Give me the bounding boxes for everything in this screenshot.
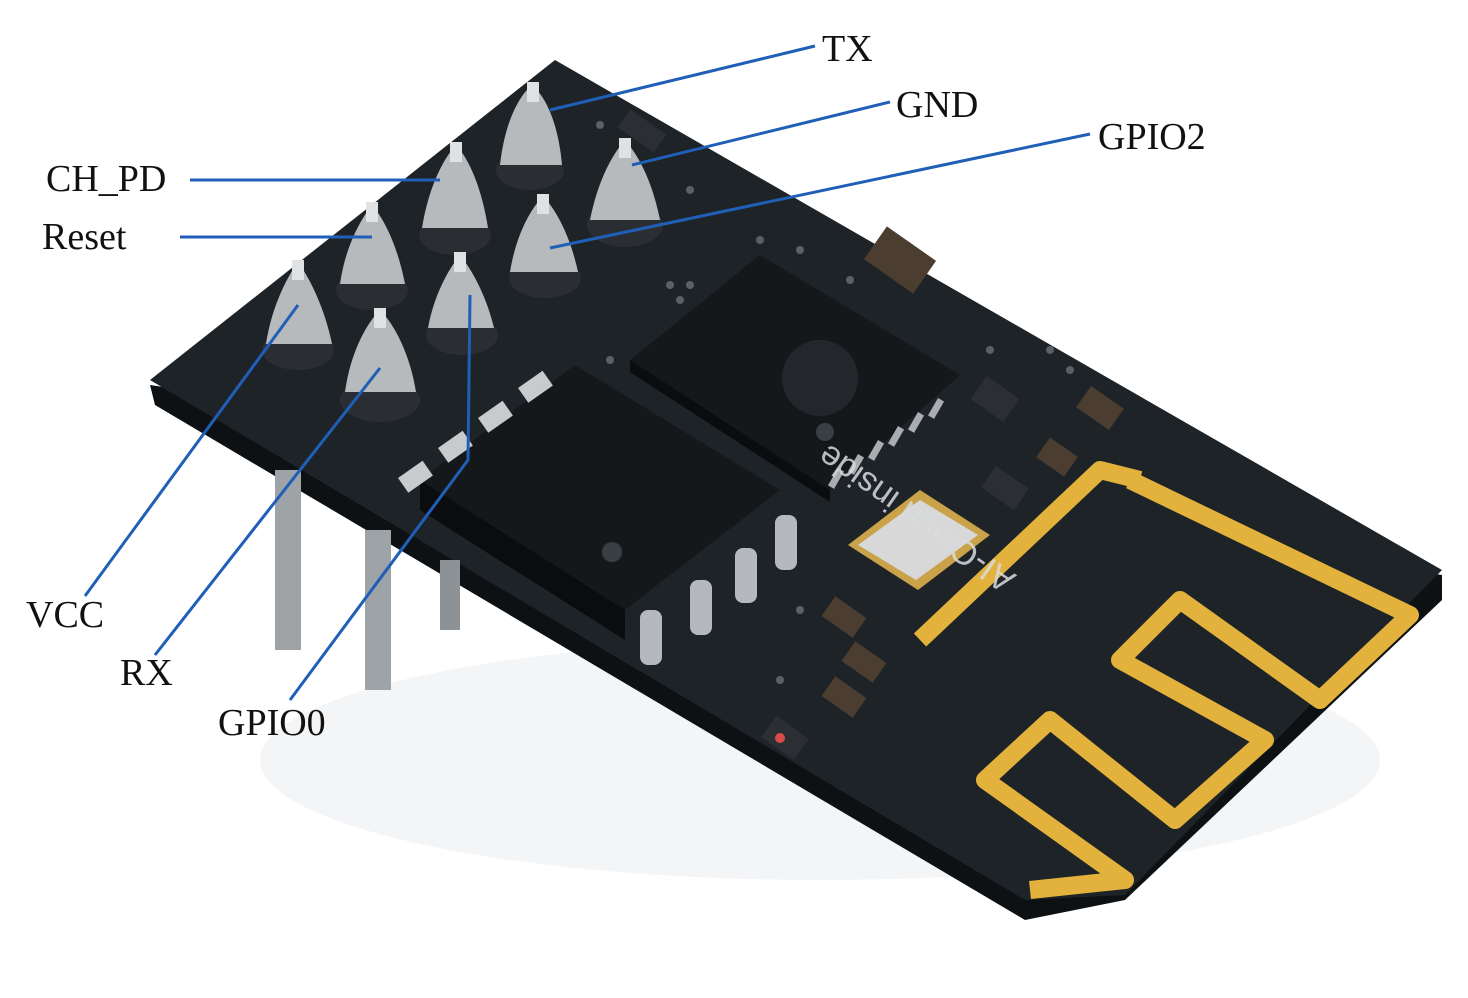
- header-pin-reset: [336, 202, 408, 310]
- leader-line-rx: [153, 367, 382, 656]
- leader-line-gpio2: [549, 132, 1091, 250]
- header-pin-leg: [440, 560, 460, 630]
- smd-components: [617, 109, 1124, 761]
- header-pin-gpio0: [426, 252, 498, 355]
- pin-label-gnd: GND: [896, 84, 979, 126]
- header-pin-vcc: [262, 260, 334, 370]
- header-pin-chpd: [419, 142, 491, 255]
- header-pin-tx: [496, 82, 564, 190]
- crystal-oscillator: [848, 490, 990, 590]
- leader-line-gpio0: [288, 294, 472, 701]
- header-pin-rx: [340, 308, 420, 422]
- pcb-antenna: [913, 461, 1419, 899]
- header-pin-leg: [275, 470, 301, 650]
- leader-line-vcc: [83, 304, 300, 597]
- pin-label-reset: Reset: [42, 216, 127, 258]
- pin-label-tx: TX: [822, 28, 873, 70]
- leader-line-tx: [549, 44, 816, 112]
- header-pin-gpio2: [509, 194, 581, 298]
- pin-label-gpio0: GPIO0: [218, 702, 326, 744]
- flash-memory-chip: [397, 365, 797, 665]
- pin-label-gpio2: GPIO2: [1098, 116, 1206, 158]
- pin-label-vcc: VCC: [26, 594, 105, 636]
- leader-lines: [83, 44, 1091, 701]
- pin-label-rx: RX: [120, 652, 173, 694]
- leader-line-gnd: [631, 100, 891, 167]
- pcb-vias: [596, 121, 1074, 684]
- header-pin-leg: [365, 530, 391, 690]
- board-top: [150, 60, 1442, 900]
- header-pins: [262, 82, 663, 422]
- pin-label-ch-pd: CH_PD: [46, 158, 167, 200]
- esp8266-chip: [630, 255, 960, 502]
